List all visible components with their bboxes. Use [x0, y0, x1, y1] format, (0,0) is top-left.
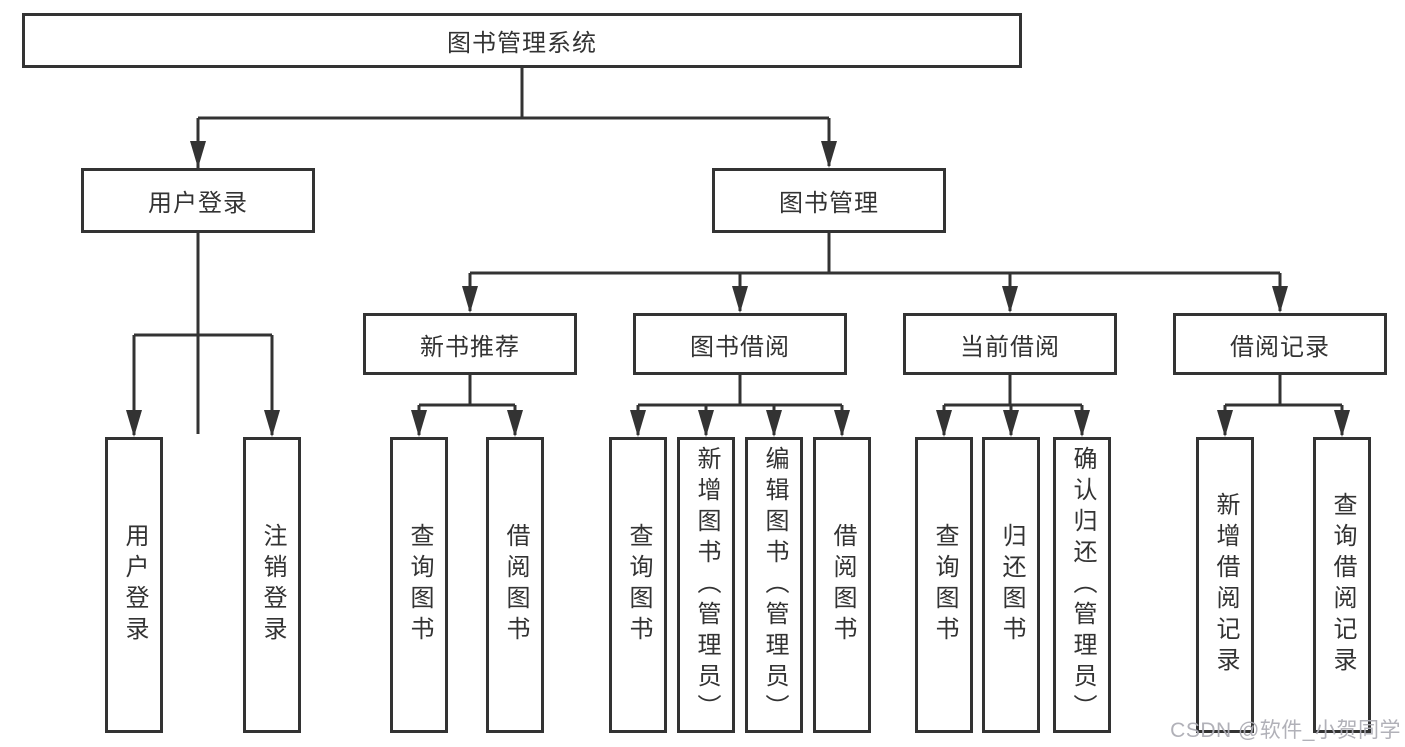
node-new-book-recommend: 新书推荐 — [363, 313, 577, 375]
node-leaf-query-books-current-label: 查询图书 — [931, 523, 958, 647]
node-book-management-label: 图书管理 — [779, 190, 879, 217]
node-leaf-logout: 注销登录 — [243, 437, 301, 733]
node-leaf-query-borrow-record-label: 查询借阅记录 — [1329, 492, 1356, 678]
node-leaf-logout-label: 注销登录 — [259, 523, 286, 647]
node-leaf-return-books: 归还图书 — [982, 437, 1040, 733]
node-root-label: 图书管理系统 — [447, 30, 597, 57]
node-leaf-query-books-current: 查询图书 — [915, 437, 973, 733]
node-leaf-query-books-recommend-label: 查询图书 — [406, 523, 433, 647]
node-current-borrowing-label: 当前借阅 — [960, 333, 1060, 361]
node-leaf-query-borrow-record: 查询借阅记录 — [1313, 437, 1371, 733]
node-leaf-query-books-borrowing: 查询图书 — [609, 437, 667, 733]
node-borrowing-records: 借阅记录 — [1173, 313, 1387, 375]
connectors-borrowing-records — [1217, 373, 1350, 437]
connectors-root — [190, 66, 837, 434]
connectors-new-book-recommend — [411, 373, 523, 437]
node-leaf-query-books-recommend: 查询图书 — [390, 437, 448, 733]
node-leaf-edit-books-admin: 编辑图书（管理员） — [745, 437, 803, 733]
connectors-current-borrowing — [936, 373, 1090, 437]
node-current-borrowing: 当前借阅 — [903, 313, 1117, 375]
node-leaf-add-borrow-record: 新增借阅记录 — [1196, 437, 1254, 733]
node-leaf-confirm-return-admin: 确认归还（管理员） — [1053, 437, 1111, 733]
connectors-book-management — [462, 231, 1288, 313]
node-leaf-borrow-books-recommend-label: 借阅图书 — [502, 523, 529, 647]
node-leaf-edit-books-admin-label: 编辑图书（管理员） — [761, 445, 788, 725]
node-leaf-add-borrow-record-label: 新增借阅记录 — [1212, 492, 1239, 678]
watermark: CSDN @软件_小贺同学 — [1170, 719, 1401, 742]
node-book-borrowing: 图书借阅 — [633, 313, 847, 375]
node-leaf-user-login-label: 用户登录 — [121, 523, 148, 647]
node-leaf-confirm-return-admin-label: 确认归还（管理员） — [1069, 445, 1096, 725]
node-borrowing-records-label: 借阅记录 — [1230, 333, 1330, 361]
node-leaf-borrow-books-borrowing: 借阅图书 — [813, 437, 871, 733]
node-leaf-borrow-books-borrowing-label: 借阅图书 — [829, 523, 856, 647]
node-leaf-add-books-admin-label: 新增图书（管理员） — [693, 445, 720, 725]
node-leaf-user-login: 用户登录 — [105, 437, 163, 733]
node-book-management: 图书管理 — [712, 168, 946, 233]
connectors-user-login — [126, 231, 280, 437]
node-leaf-query-books-borrowing-label: 查询图书 — [625, 523, 652, 647]
node-leaf-return-books-label: 归还图书 — [998, 523, 1025, 647]
node-root: 图书管理系统 — [22, 13, 1022, 68]
node-user-login-label: 用户登录 — [148, 190, 248, 217]
node-new-book-recommend-label: 新书推荐 — [420, 333, 520, 361]
node-leaf-borrow-books-recommend: 借阅图书 — [486, 437, 544, 733]
node-book-borrowing-label: 图书借阅 — [690, 333, 790, 361]
node-leaf-add-books-admin: 新增图书（管理员） — [677, 437, 735, 733]
node-user-login: 用户登录 — [81, 168, 315, 233]
connectors-book-borrowing — [630, 373, 850, 437]
